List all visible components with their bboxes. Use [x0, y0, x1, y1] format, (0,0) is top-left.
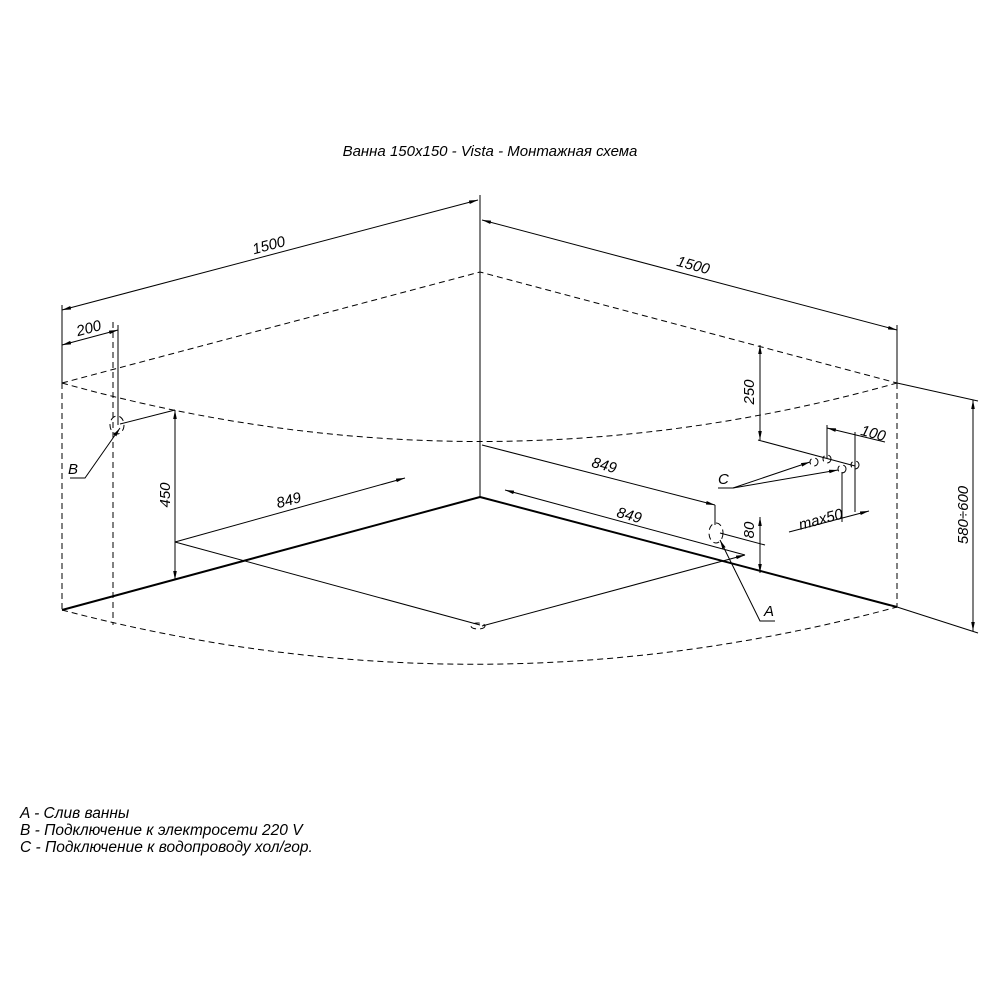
legend-item-b: B - Подключение к электросети 220 V: [20, 822, 303, 839]
drain-center: [470, 622, 486, 630]
dim-c-max: max50: [797, 505, 846, 533]
dim-c-spacing: 100: [859, 422, 888, 445]
marker-b: B: [68, 461, 78, 478]
legend-item-c: C - Подключение к водопроводу хол/гор.: [20, 839, 313, 856]
dim-drain-left: 849: [275, 489, 304, 512]
dim-line-width-left: [61, 199, 479, 311]
dim-total-height: 580÷600: [955, 485, 972, 544]
dim-c-height: 250: [741, 379, 758, 406]
dim-width-right: 1500: [675, 253, 712, 278]
dim-b-height: 450: [157, 482, 174, 508]
electric-connection-b: [109, 415, 125, 435]
marker-c: C: [718, 471, 729, 488]
marker-a: A: [763, 603, 774, 620]
legend: A - Слив ванны B - Подключение к электро…: [20, 805, 313, 856]
dim-line-width-right: [481, 219, 898, 331]
drain-outlet-a: [708, 522, 724, 544]
dim-drain-right-lower: 849: [615, 504, 644, 527]
tub-outline: [61, 195, 898, 665]
dim-a-height: 80: [741, 521, 758, 538]
legend-item-a: A - Слив ванны: [20, 805, 130, 822]
dim-width-left: 1500: [251, 233, 288, 258]
diagram-title: Ванна 150x150 - Vista - Монтажная схема: [343, 143, 638, 160]
dim-b-offset: 200: [74, 317, 104, 340]
dim-drain-right-upper: 849: [590, 454, 619, 477]
